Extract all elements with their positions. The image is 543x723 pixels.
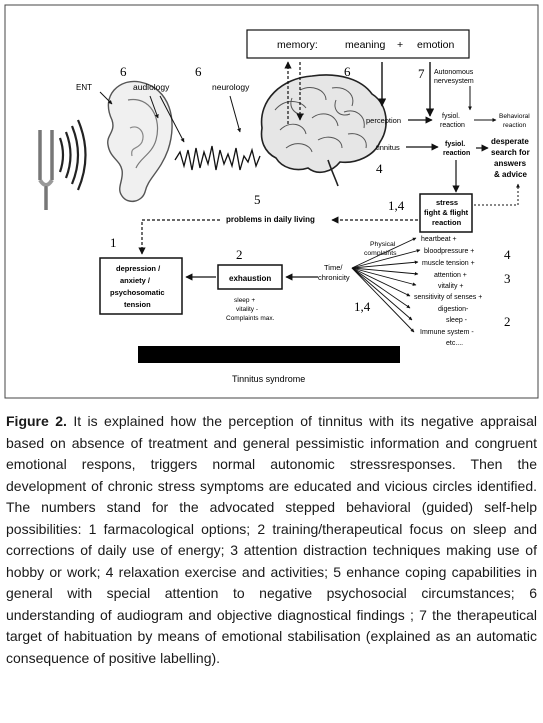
- ent-label: ENT: [76, 83, 92, 92]
- fysiol-reaction-1-line2: reaction: [440, 122, 465, 129]
- exhaustion-note-1: sleep +: [234, 297, 255, 304]
- tinnitus-syndrome-bar: [138, 346, 400, 363]
- symptom-heartbeat: heartbeat +: [421, 236, 457, 243]
- tinnitus-label: tinnitus: [376, 143, 400, 152]
- depression-line1: depression /: [116, 264, 161, 273]
- caption-text: It is explained how the perception of ti…: [6, 413, 537, 666]
- symptom-bloodpressure: bloodpressure +: [424, 248, 474, 255]
- symptom-muscle-tension: muscle tension +: [422, 260, 475, 267]
- memory-meaning-emotion-box: memory: meaning + emotion: [246, 29, 470, 59]
- number-2-symptoms: 2: [504, 314, 511, 329]
- depression-box: depression / anxiety / psychosomatic ten…: [99, 257, 183, 315]
- number-4-tinnitus: 4: [376, 161, 383, 176]
- perception-label: perception: [366, 116, 401, 125]
- symptom-list: heartbeat + bloodpressure + muscle tensi…: [414, 236, 482, 347]
- figure-frame: [4, 4, 539, 399]
- number-6-audiology: 6: [195, 64, 202, 79]
- depression-line3: psychosomatic: [110, 288, 165, 297]
- desperate-search-line1: desperate: [491, 137, 529, 146]
- tuning-fork-icon: [38, 119, 87, 210]
- autonomous-label-line2: nervesystem: [434, 78, 474, 85]
- time-chronicity-line1: Time/: [324, 263, 343, 272]
- exhaustion-box: exhaustion: [217, 264, 283, 290]
- symptom-fan-arrows: [351, 237, 421, 333]
- number-4-symptoms: 4: [504, 247, 511, 262]
- stress-line1: stress: [436, 198, 458, 207]
- memory-label: memory:: [277, 39, 318, 51]
- ear-icon: [107, 80, 173, 203]
- stress-line3: reaction: [432, 218, 462, 227]
- caption-label: Figure 2.: [6, 413, 67, 429]
- emotion-label: emotion: [417, 39, 455, 51]
- number-3-symptoms: 3: [504, 271, 511, 286]
- desperate-search-line2: search for: [491, 148, 530, 157]
- number-7: 7: [418, 66, 425, 81]
- time-chronicity-line2: chronicity: [318, 273, 350, 282]
- depression-line2: anxiety /: [120, 276, 151, 285]
- physical-complaints-line1: Physical: [370, 241, 396, 248]
- plus-label: +: [397, 39, 403, 51]
- fysiol-reaction-1-line1: fysiol.: [442, 113, 460, 120]
- symptom-attention: attention +: [434, 272, 467, 279]
- number-1-4-stress: 1,4: [388, 198, 405, 213]
- exhaustion-note-3: Complaints max.: [226, 315, 275, 322]
- symptom-immune: Immune system -: [420, 329, 474, 336]
- depression-line4: tension: [124, 300, 151, 309]
- behavioral-reaction-line2: reaction: [503, 122, 527, 129]
- symptom-vitality: vitality +: [438, 283, 463, 290]
- nerve-signal-icon: [174, 145, 261, 171]
- meaning-label: meaning: [345, 39, 385, 51]
- symptom-etc: etc....: [446, 340, 463, 347]
- number-6-brain: 6: [344, 64, 351, 79]
- symptom-sleep: sleep -: [446, 317, 468, 324]
- tinnitus-model-diagram: memory: meaning + emotion 6 ENT audiolog…: [4, 4, 539, 399]
- desperate-search-line3: answers: [494, 159, 527, 168]
- number-5: 5: [254, 192, 261, 207]
- neurology-label: neurology: [212, 82, 250, 92]
- number-1-4-time: 1,4: [354, 299, 371, 314]
- physical-complaints-line2: complaints: [364, 250, 397, 257]
- tinnitus-syndrome-label: Tinnitus syndrome: [232, 374, 305, 384]
- number-1: 1: [110, 235, 117, 250]
- symptom-digestion: digestion-: [438, 306, 469, 313]
- brain-icon: [260, 74, 387, 187]
- problems-label: problems in daily living: [226, 215, 315, 224]
- fysiol-reaction-2-line1: fysiol.: [445, 141, 465, 148]
- behavioral-reaction-line1: Behavioral: [499, 113, 530, 120]
- figure-caption: Figure 2. It is explained how the percep…: [6, 411, 537, 717]
- audiology-label: audiology: [133, 82, 170, 92]
- number-6-ent: 6: [120, 64, 127, 79]
- exhaustion-note-2: vitality -: [236, 306, 258, 313]
- autonomous-label-line1: Autonomous: [434, 69, 474, 76]
- stress-line2: fight & flight: [424, 208, 469, 217]
- symptom-sensitivity: sensitivity of senses +: [414, 294, 482, 301]
- fysiol-reaction-2-line2: reaction: [443, 150, 470, 157]
- desperate-search-line4: & advice: [494, 170, 527, 179]
- exhaustion-label: exhaustion: [229, 274, 271, 283]
- stress-box: stress fight & flight reaction: [419, 193, 473, 233]
- number-2-exhaustion: 2: [236, 247, 243, 262]
